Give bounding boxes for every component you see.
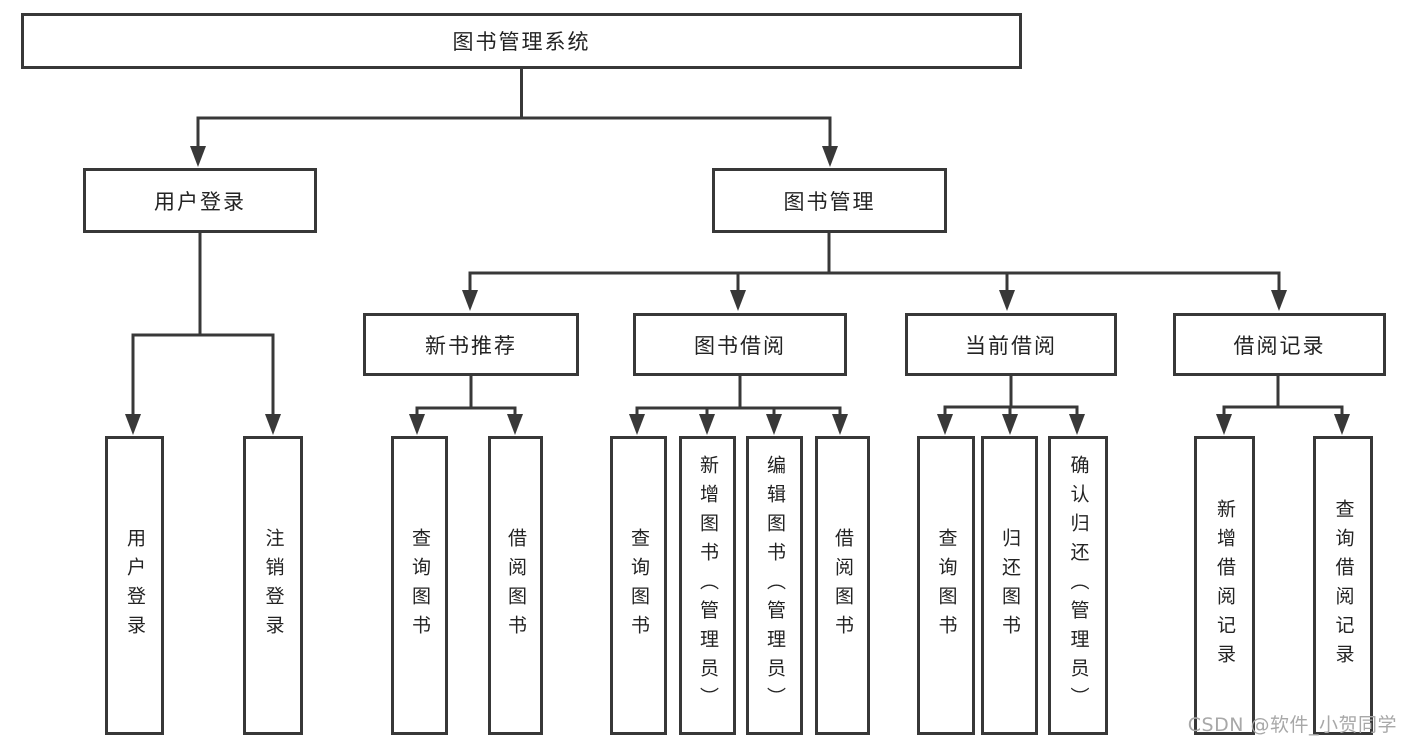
leaf-confirm-return-admin-label: 确认归还（管理员） bbox=[1067, 455, 1090, 716]
leaf-add-book-admin-label: 新增图书（管理员） bbox=[697, 455, 719, 716]
leaf-query-books-current-label: 查询图书 bbox=[935, 527, 958, 644]
leaf-borrow-books-borrow-label: 借阅图书 bbox=[832, 527, 854, 644]
book-management-connector bbox=[468, 233, 1281, 292]
new-book-recommend-connector bbox=[415, 376, 517, 416]
leaf-return-book: 归还图书 bbox=[981, 436, 1038, 735]
node-book-management: 图书管理 bbox=[712, 168, 947, 233]
node-borrow-records: 借阅记录 bbox=[1173, 313, 1386, 376]
node-borrow-records-label: 借阅记录 bbox=[1233, 333, 1326, 358]
leaf-add-book-admin: 新增图书（管理员） bbox=[679, 436, 736, 735]
csdn-watermark: CSDN @软件_小贺同学 bbox=[1187, 714, 1397, 736]
leaf-user-login: 用户登录 bbox=[105, 436, 164, 735]
leaf-logout-label: 注销登录 bbox=[262, 527, 285, 644]
node-book-borrow-label: 图书借阅 bbox=[694, 333, 786, 358]
leaf-borrow-books-recommend-label: 借阅图书 bbox=[505, 527, 527, 644]
node-current-borrow: 当前借阅 bbox=[905, 313, 1117, 376]
node-user-login-label: 用户登录 bbox=[154, 189, 246, 214]
leaf-user-login-label: 用户登录 bbox=[124, 527, 146, 644]
node-book-management-label: 图书管理 bbox=[783, 189, 876, 214]
user-login-connector bbox=[131, 233, 275, 416]
arrow-heads bbox=[125, 146, 1350, 435]
node-book-borrow: 图书借阅 bbox=[633, 313, 847, 376]
node-new-book-recommend: 新书推荐 bbox=[363, 313, 579, 376]
leaf-borrow-books-borrow: 借阅图书 bbox=[815, 436, 870, 735]
leaf-query-borrow-record: 查询借阅记录 bbox=[1313, 436, 1373, 735]
leaf-confirm-return-admin: 确认归还（管理员） bbox=[1048, 436, 1108, 735]
leaf-query-borrow-record-label: 查询借阅记录 bbox=[1332, 498, 1355, 673]
leaf-edit-book-admin-label: 编辑图书（管理员） bbox=[764, 455, 786, 716]
node-new-book-recommend-label: 新书推荐 bbox=[425, 333, 517, 358]
leaf-add-borrow-record: 新增借阅记录 bbox=[1194, 436, 1255, 735]
node-root-label: 图书管理系统 bbox=[452, 30, 591, 54]
leaf-query-books-recommend-label: 查询图书 bbox=[409, 527, 431, 644]
leaf-query-books-recommend: 查询图书 bbox=[391, 436, 448, 735]
leaf-return-book-label: 归还图书 bbox=[999, 527, 1021, 644]
leaf-add-borrow-record-label: 新增借阅记录 bbox=[1214, 498, 1236, 673]
leaf-edit-book-admin: 编辑图书（管理员） bbox=[746, 436, 803, 735]
book-borrow-connector bbox=[635, 376, 842, 416]
leaf-logout: 注销登录 bbox=[243, 436, 303, 735]
borrow-records-connector bbox=[1222, 376, 1344, 416]
leaf-query-books-borrow-label: 查询图书 bbox=[628, 527, 650, 644]
leaf-borrow-books-recommend: 借阅图书 bbox=[488, 436, 543, 735]
current-borrow-connector bbox=[943, 376, 1079, 416]
node-current-borrow-label: 当前借阅 bbox=[965, 333, 1057, 358]
node-root: 图书管理系统 bbox=[21, 13, 1022, 69]
root-connector bbox=[196, 69, 832, 148]
leaf-query-books-borrow: 查询图书 bbox=[610, 436, 667, 735]
node-user-login: 用户登录 bbox=[83, 168, 317, 233]
leaf-query-books-current: 查询图书 bbox=[917, 436, 975, 735]
